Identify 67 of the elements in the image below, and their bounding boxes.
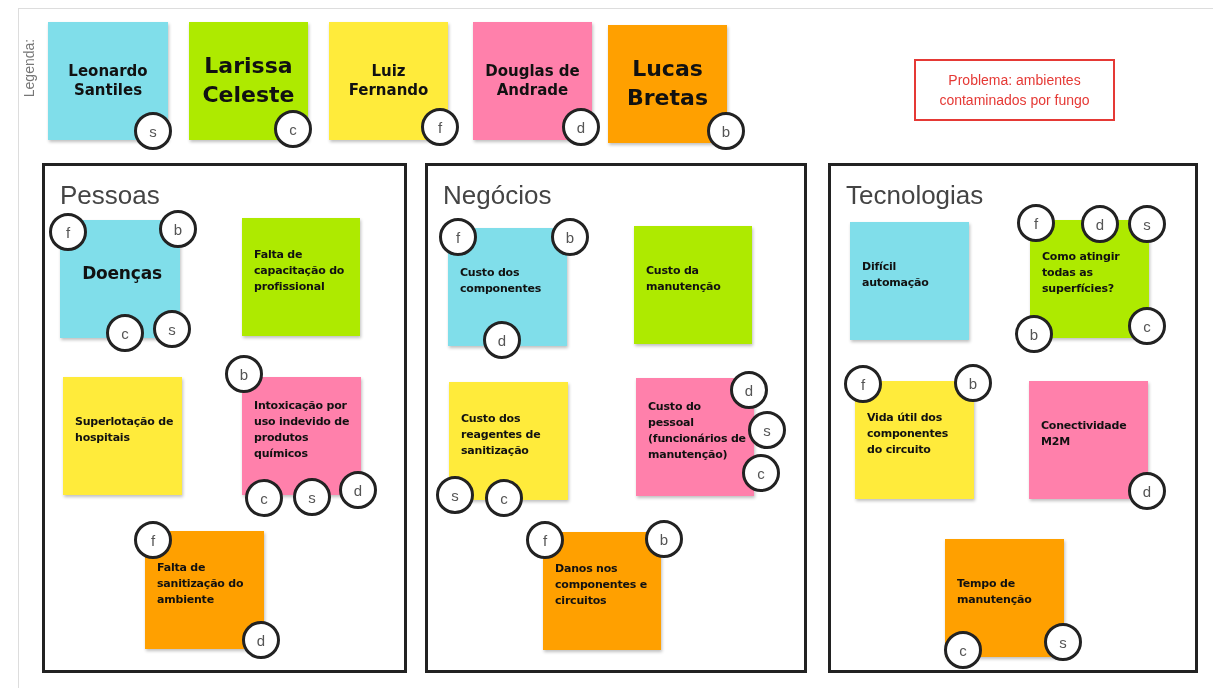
initial-badge: d bbox=[562, 108, 600, 146]
initial-badge: c bbox=[245, 479, 283, 517]
initial-badge: d bbox=[1081, 205, 1119, 243]
initial-badge: c bbox=[106, 314, 144, 352]
category-panel bbox=[42, 163, 407, 673]
initial-badge: b bbox=[954, 364, 992, 402]
note-text: Danos nos componentes e circuitos bbox=[555, 561, 649, 609]
initial-badge: s bbox=[134, 112, 172, 150]
initial-badge: d bbox=[339, 471, 377, 509]
initial-badge: f bbox=[526, 521, 564, 559]
category-title: Tecnologias bbox=[846, 180, 984, 211]
sticky-note bbox=[850, 222, 969, 340]
legend-text: Larissa Celeste bbox=[201, 52, 296, 109]
initial-badge: d bbox=[483, 321, 521, 359]
problem-box bbox=[914, 59, 1115, 121]
legend-text: Luiz Fernando bbox=[347, 61, 430, 101]
legend-text: Leonardo Santiles bbox=[67, 61, 149, 101]
note-text: Custo da manutenção bbox=[646, 263, 722, 295]
legend-title: Legenda: bbox=[21, 38, 38, 98]
initial-badge: s bbox=[748, 411, 786, 449]
category-panel bbox=[828, 163, 1198, 673]
initial-badge: f bbox=[421, 108, 459, 146]
note-text: Como atingir todas as superfícies? bbox=[1042, 249, 1121, 297]
note-text: Falta de sanitização do ambiente bbox=[157, 560, 245, 608]
initial-badge: d bbox=[242, 621, 280, 659]
note-text: Superlotação de hospitais bbox=[75, 414, 174, 446]
initial-badge: b bbox=[159, 210, 197, 248]
note-text: Difícil automação bbox=[862, 259, 930, 291]
initial-badge: f bbox=[1017, 204, 1055, 242]
initial-badge: f bbox=[439, 218, 477, 256]
initial-badge: b bbox=[551, 218, 589, 256]
initial-badge: s bbox=[1128, 205, 1166, 243]
initial-badge: s bbox=[436, 476, 474, 514]
note-text: Intoxicação por uso indevido de produtos químicos bbox=[254, 398, 351, 462]
initial-badge: b bbox=[645, 520, 683, 558]
initial-badge: f bbox=[844, 365, 882, 403]
note-text: Doenças bbox=[82, 265, 162, 281]
initial-badge: d bbox=[1128, 472, 1166, 510]
initial-badge: b bbox=[1015, 315, 1053, 353]
note-text: Falta de capacitação do profissional bbox=[254, 247, 346, 295]
initial-badge: b bbox=[225, 355, 263, 393]
initial-badge: f bbox=[134, 521, 172, 559]
initial-badge: s bbox=[153, 310, 191, 348]
note-text: Custo dos componentes bbox=[460, 265, 543, 297]
problem-text: Problema: ambientes contaminados por fungo bbox=[938, 71, 1091, 110]
initial-badge: c bbox=[274, 110, 312, 148]
initial-badge: c bbox=[944, 631, 982, 669]
sticky-note bbox=[634, 226, 752, 344]
note-text: Custo dos reagentes de sanitização bbox=[461, 411, 542, 459]
category-title: Pessoas bbox=[60, 180, 160, 211]
initial-badge: b bbox=[707, 112, 745, 150]
category-panel bbox=[425, 163, 807, 673]
sticky-note bbox=[63, 377, 182, 495]
initial-badge: s bbox=[1044, 623, 1082, 661]
note-text: Tempo de manutenção bbox=[957, 576, 1033, 608]
legend-text: Douglas de Andrade bbox=[484, 61, 581, 101]
sticky-note bbox=[242, 218, 360, 336]
initial-badge: c bbox=[742, 454, 780, 492]
initial-badge: c bbox=[485, 479, 523, 517]
legend-text: Lucas Bretas bbox=[626, 55, 709, 112]
initial-badge: f bbox=[49, 213, 87, 251]
note-text: Conectividade M2M bbox=[1041, 418, 1128, 450]
initial-badge: d bbox=[730, 371, 768, 409]
initial-badge: c bbox=[1128, 307, 1166, 345]
initial-badge: s bbox=[293, 478, 331, 516]
note-text: Vida útil dos componentes do circuito bbox=[867, 410, 950, 458]
category-title: Negócios bbox=[443, 180, 552, 211]
